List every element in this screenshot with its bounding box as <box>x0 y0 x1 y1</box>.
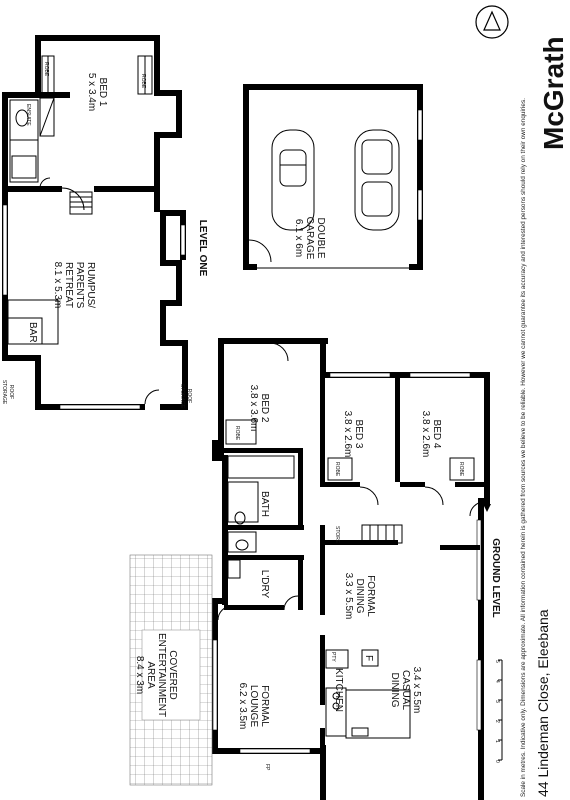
svg-text:DOUBLE: DOUBLE <box>315 217 326 258</box>
svg-text:DINING: DINING <box>354 579 365 614</box>
kitchen-label: KITCHEN <box>333 668 344 712</box>
compass-icon <box>475 5 509 39</box>
svg-text:5 x 3.4m: 5 x 3.4m <box>86 73 97 111</box>
ground-level-title: GROUND LEVEL <box>490 538 501 617</box>
store-label: STORE <box>334 526 340 544</box>
svg-text:6.1 x 6m: 6.1 x 6m <box>293 219 304 257</box>
svg-text:GARAGE: GARAGE <box>304 217 315 260</box>
roof-storage-right: ROOF STORAGE <box>179 384 192 409</box>
ground-level-plan <box>212 338 491 800</box>
svg-text:3.8 x 2.6m: 3.8 x 2.6m <box>420 411 431 458</box>
fridge-label: F <box>363 655 374 661</box>
scale-tick-2: 2 <box>494 720 500 723</box>
svg-text:3.8 x 2.6m: 3.8 x 2.6m <box>342 411 353 458</box>
svg-text:BED 2: BED 2 <box>259 394 270 423</box>
svg-text:8.4 x 3m: 8.4 x 3m <box>134 656 145 694</box>
room-bed3: BED 3 3.8 x 2.6m <box>342 411 364 458</box>
bar-label: BAR <box>27 322 38 343</box>
room-formal-lounge: FORMAL LOUNGE 6.2 x 3.5m <box>237 683 270 730</box>
svg-text:ROOF: ROOF <box>8 385 14 399</box>
robe-label: ROBE <box>334 462 340 477</box>
svg-text:3.4 x 5.5m: 3.4 x 5.5m <box>411 667 422 714</box>
scale-tick-5: 5 <box>494 660 500 663</box>
robe-label: ROBE <box>458 462 464 477</box>
garage-plan <box>243 84 423 270</box>
scale-tick-1: 1 <box>494 740 500 743</box>
brand-logo: McGrath <box>538 36 569 150</box>
room-casual-dining: 3.4 x 5.5m CASUAL DINING <box>389 667 422 714</box>
svg-text:AREA: AREA <box>145 661 156 689</box>
svg-text:LOUNGE: LOUNGE <box>248 685 259 728</box>
pantry-label: PTY <box>330 652 336 662</box>
scale-tick-3: 3 <box>494 700 500 703</box>
room-bed4: BED 4 3.8 x 2.6m <box>420 411 442 458</box>
svg-text:RUMPUS/: RUMPUS/ <box>85 262 96 308</box>
room-bed1: BED 1 5 x 3.4m <box>86 73 108 111</box>
ensuite-label: ENSUITE <box>25 104 31 126</box>
scale-bar: 0 1 2 3 4 5 <box>494 659 503 763</box>
svg-text:RETREAT: RETREAT <box>63 262 74 308</box>
room-rumpus: RUMPUS/ PARENTS RETREAT 8.1 x 5.3m <box>52 262 96 309</box>
svg-text:8.1 x 5.3m: 8.1 x 5.3m <box>52 262 63 309</box>
room-formal-dining: FORMAL DINING 3.3 x 5.5m <box>343 573 376 620</box>
address: 44 Lindeman Close, Eleebana <box>535 609 551 797</box>
disclaimer: Scale in metres. Indicative only. Dimens… <box>520 98 527 797</box>
svg-text:COVERED: COVERED <box>167 650 178 699</box>
svg-text:ROOF: ROOF <box>186 389 192 403</box>
robe-label: ROBE <box>234 426 240 441</box>
car-icon <box>271 129 315 231</box>
svg-text:PARENTS: PARENTS <box>74 262 85 309</box>
scale-tick-0: 0 <box>494 760 500 763</box>
level-one-title: LEVEL ONE <box>197 220 208 277</box>
svg-text:FORMAL: FORMAL <box>365 575 376 617</box>
svg-text:3.3 x 5.5m: 3.3 x 5.5m <box>343 573 354 620</box>
roof-storage-left: ROOF STORAGE <box>1 380 14 405</box>
svg-text:6.2 x 3.5m: 6.2 x 3.5m <box>237 683 248 730</box>
svg-text:DINING: DINING <box>389 673 400 708</box>
svg-text:ENTERTAINMENT: ENTERTAINMENT <box>156 633 167 717</box>
svg-text:BED 4: BED 4 <box>431 420 442 449</box>
room-garage: DOUBLE GARAGE 6.1 x 6m <box>293 217 326 260</box>
covered-area-label: COVERED ENTERTAINMENT AREA 8.4 x 3m <box>134 633 178 717</box>
svg-text:STORAGE: STORAGE <box>179 384 185 409</box>
scale-tick-4: 4 <box>494 680 500 683</box>
svg-text:BED 3: BED 3 <box>353 420 364 449</box>
robe-label: ROBE <box>140 74 146 89</box>
level-one-plan <box>2 35 188 410</box>
car-icon <box>354 129 400 231</box>
svg-text:CASUAL: CASUAL <box>400 670 411 710</box>
svg-text:FORMAL: FORMAL <box>259 685 270 727</box>
fireplace-label: FP <box>264 764 270 771</box>
svg-text:3.8 x 3.6m: 3.8 x 3.6m <box>248 385 259 432</box>
svg-text:STORAGE: STORAGE <box>1 380 7 405</box>
room-bed2: BED 2 3.8 x 3.6m <box>248 385 270 432</box>
svg-text:BED 1: BED 1 <box>97 78 108 107</box>
laundry-label: L'DRY <box>259 570 270 599</box>
bath-label: BATH <box>259 491 270 517</box>
robe-label: ROBE <box>43 62 49 77</box>
